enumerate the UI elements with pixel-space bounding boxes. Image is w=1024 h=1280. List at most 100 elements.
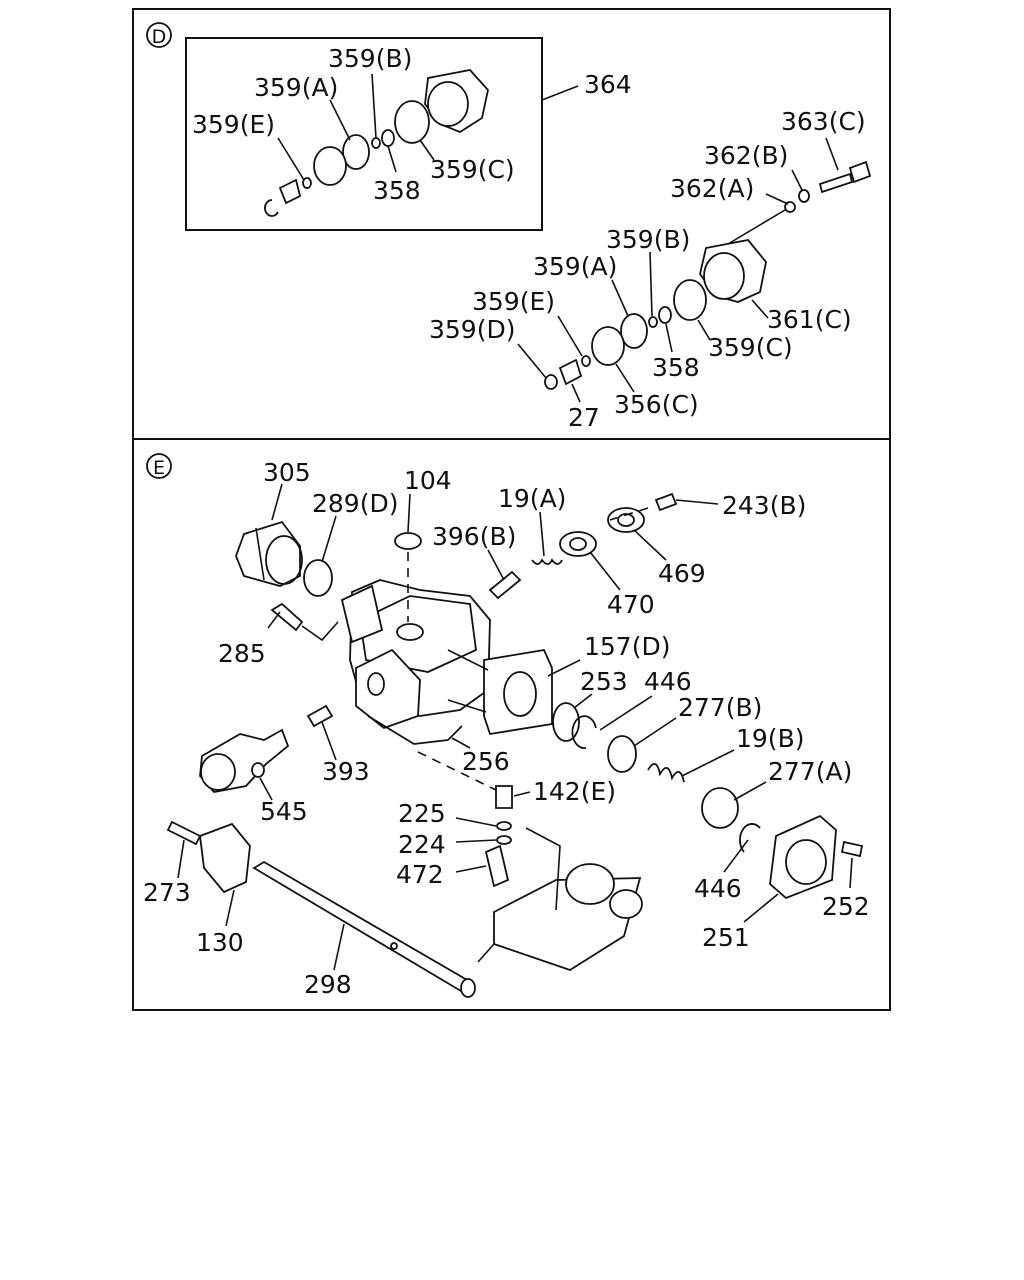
spring-19b (647, 763, 685, 783)
bolt-243b (654, 492, 678, 512)
boot-305-end (265, 535, 303, 585)
boot-305-ridge (255, 527, 265, 581)
leader-256 (451, 737, 471, 749)
gasket-470 (559, 531, 597, 557)
section-e-marker-letter: E (153, 457, 165, 479)
flange-157d-bore (503, 671, 537, 717)
leader-19b (681, 749, 735, 777)
housing-lever (355, 648, 421, 730)
label-273: 273 (143, 878, 191, 907)
gasket-469 (607, 507, 645, 533)
leader-472 (455, 865, 487, 873)
section-d-marker-letter: D (152, 26, 167, 48)
ring-359d (544, 374, 558, 390)
leader-19a (539, 511, 545, 557)
leader-d-359c (697, 319, 711, 341)
bracket-472 (484, 844, 510, 888)
pin-393 (306, 704, 334, 728)
label-243b: 243(B) (722, 491, 806, 520)
inset-parts (264, 69, 489, 217)
label-d-358: 358 (652, 353, 700, 382)
inset-ring-e (302, 177, 312, 189)
label-446-lower: 446 (694, 874, 742, 903)
inset-o-ring-c (394, 100, 430, 144)
fitting-285-guide (301, 621, 339, 642)
inset-snap-ring (264, 199, 279, 217)
label-446: 446 (644, 667, 692, 696)
label-142e: 142(E) (533, 777, 616, 806)
washer-224 (496, 835, 512, 845)
label-19b: 19(B) (736, 724, 804, 753)
inset-piston (278, 178, 302, 205)
leader-364 (541, 85, 579, 101)
seal-277a (701, 787, 739, 829)
label-inset-358: 358 (373, 176, 421, 205)
o-ring-253 (552, 702, 580, 742)
washer-362b (798, 189, 810, 203)
label-104: 104 (404, 466, 452, 495)
leader-d-359e (557, 315, 583, 357)
seal-277b (607, 735, 637, 773)
label-inset-359a: 359(A) (254, 73, 338, 102)
leader-305 (271, 483, 283, 521)
gasket-469-hole (617, 513, 635, 527)
label-362a: 362(A) (670, 174, 754, 203)
leader-356c (615, 363, 635, 393)
label-285: 285 (218, 639, 266, 668)
label-inset-359b: 359(B) (328, 44, 412, 73)
label-d-359c: 359(C) (708, 333, 793, 362)
o-ring-359a (620, 313, 648, 349)
section-d-parts (544, 160, 872, 390)
label-545: 545 (260, 797, 308, 826)
label-470: 470 (607, 590, 655, 619)
housing-nose (340, 584, 384, 644)
label-d-359a: 359(A) (533, 252, 617, 281)
bolt-axis-line (727, 209, 786, 245)
bolt-252 (840, 840, 864, 858)
label-289d: 289(D) (312, 489, 398, 518)
label-305: 305 (263, 458, 311, 487)
label-361c: 361(C) (767, 305, 852, 334)
flange-neck-top (447, 649, 489, 671)
gasket-256 (367, 715, 463, 745)
label-363c: 363(C) (781, 107, 866, 136)
leader-142e (513, 791, 531, 797)
spring-19a (531, 558, 563, 565)
label-277b: 277(B) (678, 693, 762, 722)
shaft-298-hole (390, 942, 398, 950)
inset-ring-b (371, 137, 381, 149)
label-157d: 157(D) (584, 632, 670, 661)
label-19a: 19(A) (498, 484, 566, 513)
boot-305 (235, 520, 301, 587)
leader-363c (825, 137, 839, 171)
housing-361c-bore (703, 252, 745, 300)
leader-362a (765, 193, 789, 205)
lever-545-end (200, 753, 236, 791)
label-364: 364 (584, 70, 632, 99)
base-plate-edge (477, 943, 495, 963)
label-130: 130 (196, 928, 244, 957)
washer-362a (784, 201, 796, 213)
fitting-285 (270, 602, 304, 632)
pin-396b (488, 570, 522, 600)
label-inset-359c: 359(C) (430, 155, 515, 184)
leader-27 (571, 383, 581, 403)
leader-157d (547, 659, 581, 677)
snap-ring-446 (571, 715, 597, 750)
ring-289d (303, 559, 333, 597)
leader-inset-359b (371, 73, 377, 139)
label-inset-359e: 359(E) (192, 110, 275, 139)
leader-362b (791, 169, 803, 191)
housing-plug-seat (396, 623, 424, 641)
label-252: 252 (822, 892, 870, 921)
label-251: 251 (702, 923, 750, 952)
section-d: D 364 359(B) 359(A) 359(E) 358 3 (146, 22, 872, 432)
piston-27 (558, 358, 583, 386)
bolt-243b-guide (609, 507, 649, 521)
leader-d-359b (649, 251, 653, 317)
leader-545 (259, 777, 273, 801)
leader-446-lower (723, 839, 749, 873)
label-393: 393 (322, 757, 370, 786)
inset-nut-358 (381, 129, 395, 147)
label-d-359d: 359(D) (429, 315, 515, 344)
